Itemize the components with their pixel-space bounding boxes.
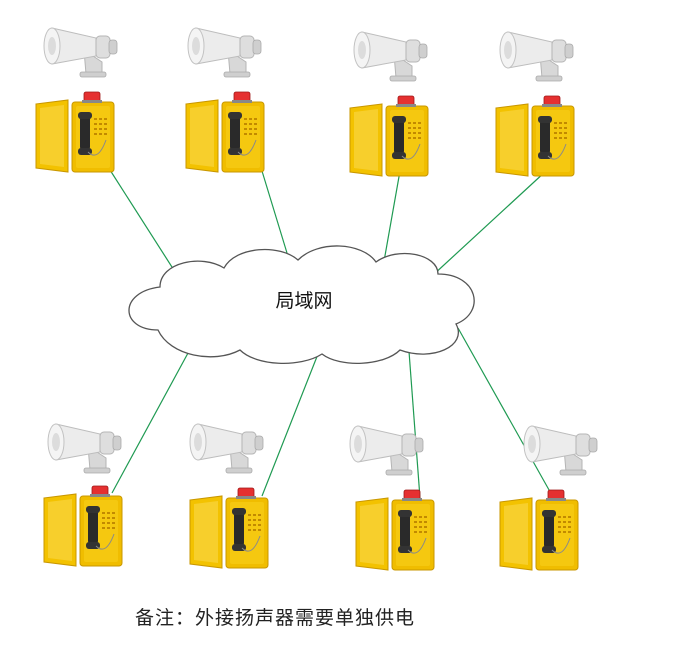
emergency-phone-icon — [499, 489, 579, 571]
horn-speaker-icon — [499, 31, 574, 82]
emergency-phone-icon — [185, 91, 265, 173]
horn-speaker-icon — [523, 425, 598, 476]
horn-speaker-icon — [43, 27, 118, 78]
lan-label: 局域网 — [275, 290, 332, 312]
link-phone-5 — [111, 341, 195, 494]
horn-speaker-icon — [47, 423, 122, 474]
emergency-phone-icon — [355, 489, 435, 571]
link-phone-6 — [261, 353, 319, 497]
device-bottom-3 — [349, 425, 435, 571]
emergency-phone-icon — [35, 91, 115, 173]
emergency-phone-icon — [189, 487, 269, 569]
link-phone-7 — [407, 337, 421, 499]
horn-speaker-icon — [349, 425, 424, 476]
link-phone-3 — [382, 170, 401, 268]
link-phone-4 — [431, 170, 547, 277]
device-top-2 — [185, 27, 265, 173]
device-bottom-2 — [189, 423, 269, 569]
device-top-3 — [349, 31, 429, 177]
footnote: 备注：外接扬声器需要单独供电 — [135, 607, 416, 629]
horn-speaker-icon — [353, 31, 428, 82]
device-bottom-4 — [499, 425, 598, 571]
emergency-phone-icon — [43, 485, 123, 567]
device-bottom-1 — [43, 423, 123, 567]
horn-speaker-icon — [187, 27, 262, 78]
link-phone-8 — [457, 327, 554, 498]
emergency-phone-icon — [349, 95, 429, 177]
device-top-4 — [495, 31, 575, 177]
horn-speaker-icon — [189, 423, 264, 474]
lan-cloud: 局域网 — [128, 245, 475, 364]
link-phone-2 — [261, 170, 288, 254]
device-top-1 — [35, 27, 118, 173]
emergency-phone-icon — [495, 95, 575, 177]
